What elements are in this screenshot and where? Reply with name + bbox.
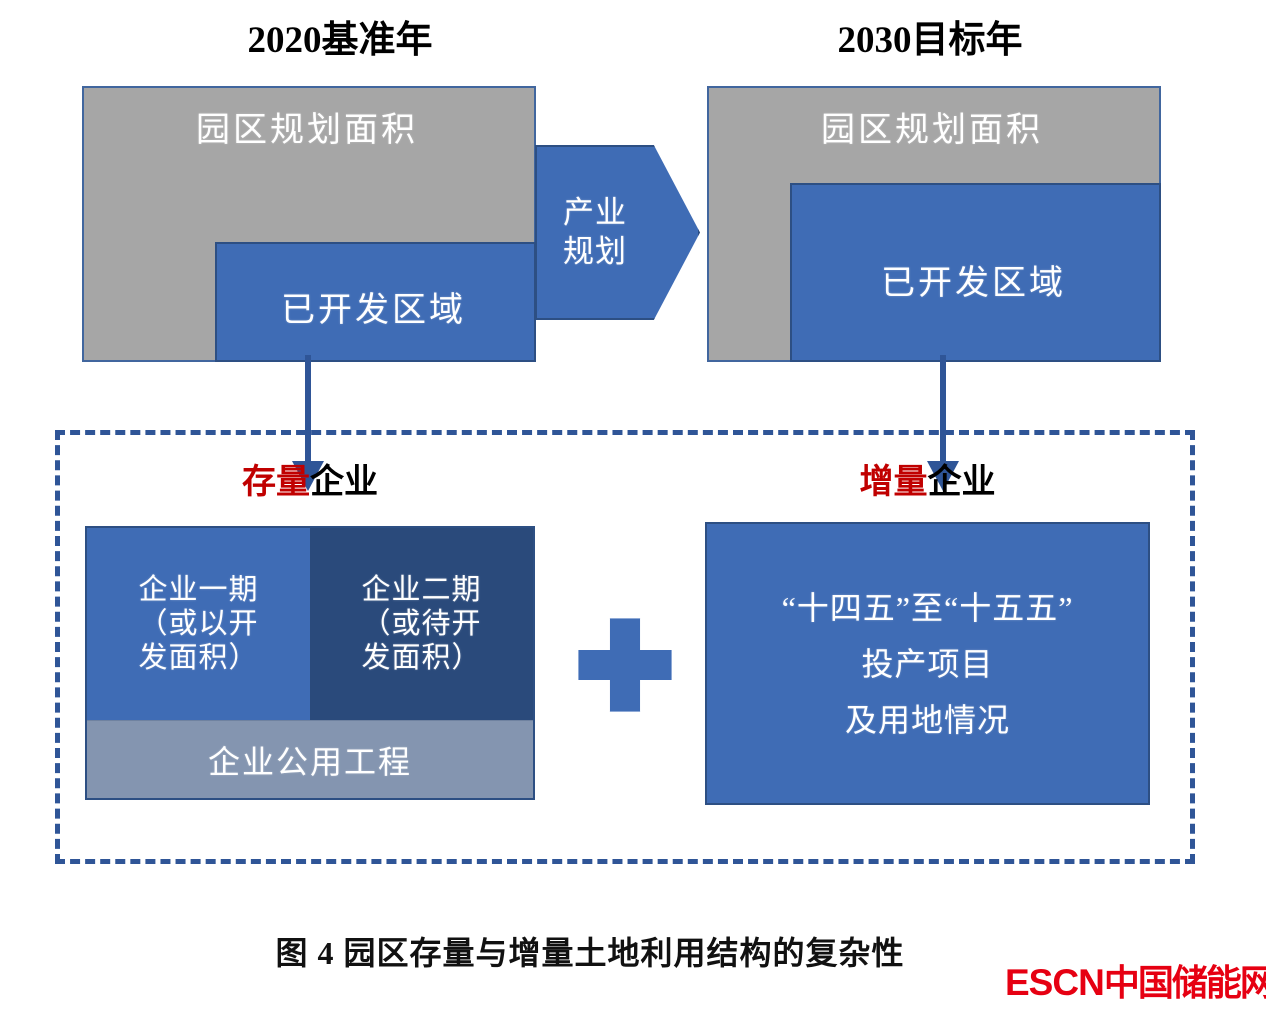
increment-line-2: 投产项目	[861, 645, 994, 682]
increment-enterprise-title: 增量企业	[705, 466, 1150, 500]
phase1-line-2: （或以开	[138, 607, 259, 640]
right-flow-arrow-icon	[927, 355, 959, 491]
increment-line-1: “十四五”至“十五五”	[781, 589, 1074, 626]
phase1-line-3: 发面积）	[138, 642, 259, 675]
enterprise-utility-cell: 企业公用工程	[87, 720, 533, 798]
baseline-year-title: 2020基准年	[247, 20, 433, 61]
land-use-structure-container	[55, 430, 1195, 864]
watermark-latin: ESCN	[1005, 962, 1105, 1003]
increment-title-rest: 企业	[927, 464, 996, 501]
increment-line-3: 及用地情况	[844, 701, 1010, 738]
watermark-cn: 中国储能网	[1103, 962, 1266, 1003]
increment-projects-box: “十四五”至“十五五” 投产项目 及用地情况	[705, 522, 1150, 805]
figure-caption: 图 4 园区存量与增量土地利用结构的复杂性	[275, 935, 905, 971]
industry-planning-chevron: 产业 规划	[535, 145, 700, 320]
escn-watermark-logo: ESCN中国储能网	[1005, 964, 1266, 1001]
chevron-line-2: 规划	[562, 233, 627, 269]
stock-enterprise-composite: 企业一期 （或以开 发面积） 企业二期 （或待开 发面积） 企业公用工程	[85, 526, 535, 800]
right-developed-area-label: 已开发区域	[881, 265, 1066, 302]
left-developed-area-box	[215, 242, 536, 362]
left-planned-area-label: 园区规划面积	[196, 112, 418, 149]
enterprise-phase-1-cell: 企业一期 （或以开 发面积）	[87, 528, 310, 720]
phase2-line-2: （或待开	[361, 607, 482, 640]
left-developed-area-label: 已开发区域	[281, 292, 466, 329]
left-flow-arrow-icon	[292, 355, 324, 491]
right-developed-area-box	[790, 183, 1161, 362]
right-planned-area-label: 园区规划面积	[821, 112, 1043, 149]
chevron-line-1: 产业	[562, 194, 627, 230]
target-year-title: 2030目标年	[837, 20, 1023, 61]
enterprise-phase-2-cell: 企业二期 （或待开 发面积）	[310, 528, 533, 720]
phase2-line-1: 企业二期	[361, 573, 482, 606]
phase2-line-3: 发面积）	[361, 642, 482, 675]
phase1-line-1: 企业一期	[138, 573, 259, 606]
stock-enterprise-title: 存量企业	[85, 466, 535, 500]
increment-title-highlight: 增量	[859, 464, 928, 501]
stock-title-highlight: 存量	[242, 464, 310, 501]
stock-title-rest: 企业	[310, 464, 378, 501]
